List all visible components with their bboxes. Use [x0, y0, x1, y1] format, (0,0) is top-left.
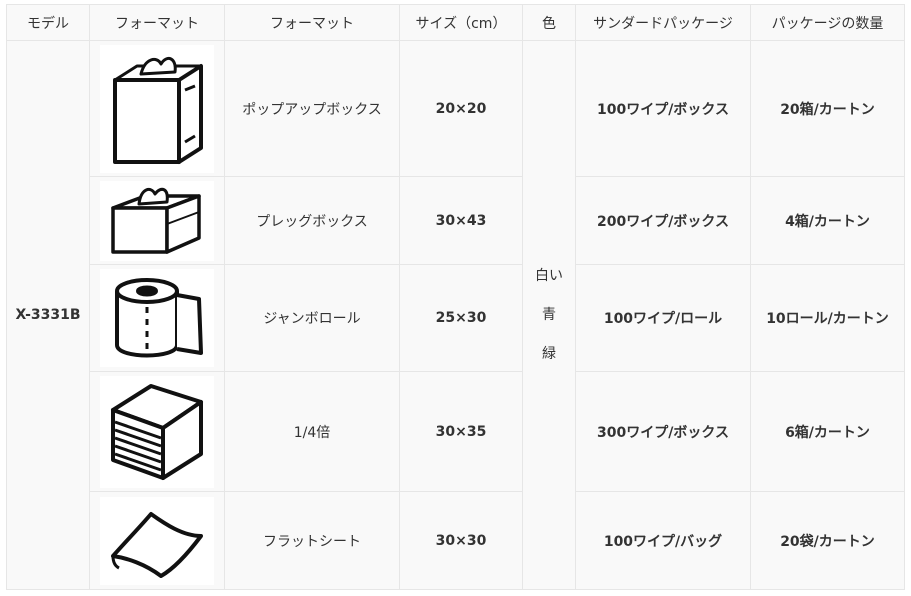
size-value: 20×20 — [399, 40, 523, 177]
format-label: フラットシート — [224, 491, 400, 590]
format-label: 1/4倍 — [224, 371, 400, 492]
header-model: モデル — [6, 4, 90, 41]
size-value: 30×30 — [399, 491, 523, 590]
jumbo-roll-icon — [100, 269, 214, 367]
spec-table: モデル フォーマット フォーマット サイズ（cm） 色 サンダードパッケージ パ… — [6, 4, 905, 590]
flat-sheet-icon — [100, 496, 214, 585]
color-cell: 白い 青 緑 — [522, 40, 576, 590]
header-row: モデル フォーマット フォーマット サイズ（cm） 色 サンダードパッケージ パ… — [6, 4, 905, 41]
package-value: 100ワイプ/バッグ — [575, 491, 751, 590]
quantity-value: 20箱/カートン — [750, 40, 905, 177]
table-row: X-3331B ポップアップボックス 20×20 白い 青 — [6, 40, 905, 590]
color-green: 緑 — [542, 345, 556, 362]
package-value: 200ワイプ/ボックス — [575, 176, 751, 265]
quantity-value: 20袋/カートン — [750, 491, 905, 590]
color-blue: 青 — [542, 306, 556, 323]
format-label: プレッグボックス — [224, 176, 400, 265]
header-quantity: パッケージの数量 — [750, 4, 905, 41]
table-row: ジャンボロール 25×30 100ワイプ/ロール 10ロール/カートン — [7, 264, 905, 372]
format-label: ポップアップボックス — [224, 40, 400, 177]
header-format: フォーマット — [224, 4, 400, 41]
table-row: 1/4倍 30×35 300ワイプ/ボックス 6箱/カートン — [7, 371, 905, 492]
folded-stack-icon — [100, 375, 214, 488]
color-white: 白い — [535, 267, 563, 284]
package-value: 100ワイプ/ロール — [575, 264, 751, 372]
header-color: 色 — [522, 4, 576, 41]
model-cell: X-3331B — [6, 40, 90, 590]
pop-up-box-icon — [100, 44, 214, 173]
format-label: ジャンボロール — [224, 264, 400, 372]
quantity-value: 4箱/カートン — [750, 176, 905, 265]
tissue-box-icon — [100, 180, 214, 261]
package-value: 300ワイプ/ボックス — [575, 371, 751, 492]
size-value: 25×30 — [399, 264, 523, 372]
table-row: フラットシート 30×30 100ワイプ/バッグ 20袋/カートン — [7, 491, 905, 590]
size-value: 30×35 — [399, 371, 523, 492]
header-format-image: フォーマット — [89, 4, 225, 41]
quantity-value: 10ロール/カートン — [750, 264, 905, 372]
quantity-value: 6箱/カートン — [750, 371, 905, 492]
package-value: 100ワイプ/ボックス — [575, 40, 751, 177]
header-package: サンダードパッケージ — [575, 4, 751, 41]
table-row: プレッグボックス 30×43 200ワイプ/ボックス 4箱/カートン — [7, 176, 905, 265]
header-size: サイズ（cm） — [399, 4, 523, 41]
size-value: 30×43 — [399, 176, 523, 265]
